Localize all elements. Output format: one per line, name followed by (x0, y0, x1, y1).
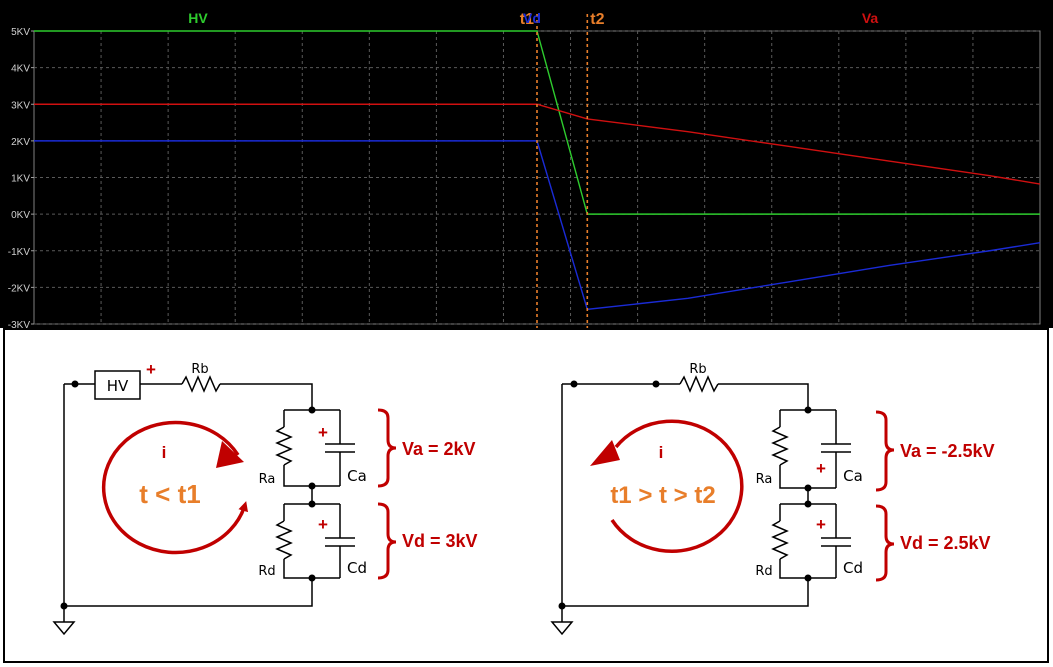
current-loop-arrow-tip (590, 440, 620, 466)
y-tick-label: 3KV (11, 100, 30, 111)
current-label: i (162, 443, 167, 462)
chart-background (0, 0, 1053, 328)
y-tick-label: 0KV (11, 210, 30, 221)
waveform-chart: 5KV 4KV 3KV 2KV 1KV 0KV -1KV -2KV -3KV t1 t2 HV Vd… (0, 0, 1053, 328)
node-dot (308, 500, 316, 508)
wire (779, 465, 836, 489)
node-dot (804, 574, 812, 582)
wire (561, 384, 809, 607)
grid (34, 30, 1040, 325)
rd-label: Rd (755, 564, 772, 579)
cd-label: Cd (843, 559, 863, 577)
node-dot (308, 406, 316, 414)
wire (220, 383, 313, 410)
y-tick-label: 4KV (11, 64, 30, 75)
resistor-rd-icon (771, 520, 789, 560)
wire (283, 465, 340, 487)
va-value-label: Va = -2.5kV (900, 441, 995, 461)
series-line-vd (34, 140, 1041, 311)
wire (779, 559, 836, 579)
hv-source-icon (94, 370, 141, 400)
node-dot (804, 406, 812, 414)
current-loop-arrow-tip (216, 441, 244, 468)
brace-vd (377, 502, 397, 580)
y-tick-label: -2KV (8, 283, 31, 294)
ground-icon (52, 621, 76, 636)
circuit-left-nodes (60, 380, 316, 610)
wire (63, 384, 313, 607)
ca-label: Ca (843, 467, 863, 485)
ca-plus-sign: + (318, 423, 328, 442)
cd-plus-sign: + (318, 515, 328, 534)
cd-label: Cd (347, 559, 367, 577)
rd-label: Rd (258, 564, 275, 579)
legend: HV Vd Va (188, 10, 878, 26)
resistor-rd-icon (275, 520, 293, 560)
node-dot (652, 380, 660, 388)
rb-label: Rb (191, 362, 208, 377)
y-tick-label: -3KV (8, 320, 31, 328)
hv-plus-sign: + (146, 360, 156, 379)
ground-icon (550, 621, 574, 636)
node-dot (804, 500, 812, 508)
brace-va (377, 408, 397, 488)
resistor-ra-icon (275, 426, 293, 466)
node-dot (60, 602, 68, 610)
condition-label: t1 > t > t2 (610, 482, 715, 509)
node-dot (570, 380, 578, 388)
resistor-rb-icon (181, 375, 221, 393)
legend-hv: HV (188, 10, 208, 26)
y-tick-labels: 5KV 4KV 3KV 2KV 1KV 0KV -1KV -2KV -3KV (8, 27, 34, 328)
y-tick-label: 2KV (11, 137, 30, 148)
legend-va: Va (862, 10, 879, 26)
resistor-ra-icon (771, 426, 789, 466)
ra-label: Ra (756, 472, 773, 487)
hv-label: HV (107, 377, 129, 395)
node-dot (308, 482, 316, 490)
node-dot (558, 602, 566, 610)
brace-vd (875, 504, 895, 582)
y-tick-label: -1KV (8, 247, 31, 258)
current-label: i (659, 443, 664, 462)
legend-vd: Vd (523, 10, 541, 26)
circuit-left (52, 370, 355, 636)
series-lines (34, 30, 1041, 311)
ra-label: Ra (259, 472, 276, 487)
ca-plus-sign: + (816, 459, 826, 478)
brace-va (875, 410, 895, 492)
circuit-right-nodes (558, 380, 812, 610)
vd-value-label: Vd = 2.5kV (900, 533, 991, 553)
resistor-rb-icon (679, 375, 719, 393)
marker-label-t2: t2 (590, 11, 604, 28)
node-dot (804, 484, 812, 492)
rb-label: Rb (689, 362, 706, 377)
node-dot (308, 574, 316, 582)
wire (283, 559, 340, 579)
va-value-label: Va = 2kV (402, 439, 476, 459)
series-line-hv (34, 30, 1040, 215)
cd-plus-sign: + (816, 515, 826, 534)
current-loop-arrow (610, 419, 744, 553)
y-tick-label: 1KV (11, 174, 30, 185)
circuit-right (550, 375, 851, 636)
circuit-diagrams: HV + Rb Ra Ca + Rd Cd + i t < t1 Va = 2k… (3, 328, 1049, 663)
y-tick-label: 5KV (11, 27, 30, 38)
condition-label: t < t1 (139, 479, 200, 509)
node-dot (71, 380, 79, 388)
vd-value-label: Vd = 3kV (402, 531, 478, 551)
current-loop-arrow (101, 420, 248, 555)
series-line-va (34, 103, 1041, 185)
wire (718, 383, 809, 410)
ca-label: Ca (347, 467, 367, 485)
marker-label-t1: t1 (520, 11, 534, 28)
time-markers: t1 t2 (520, 11, 605, 328)
